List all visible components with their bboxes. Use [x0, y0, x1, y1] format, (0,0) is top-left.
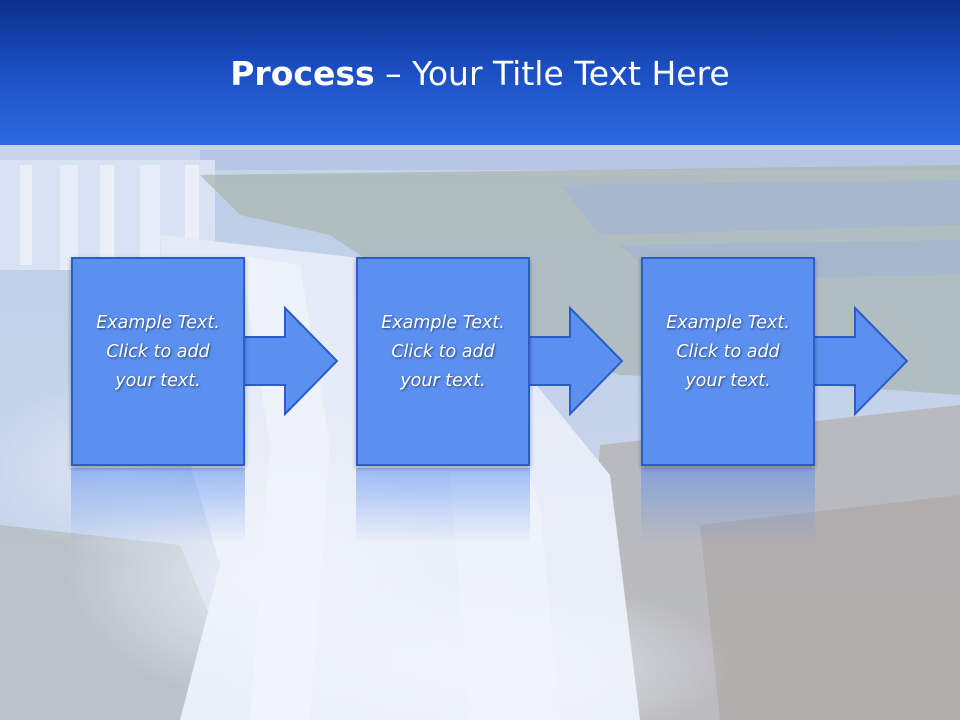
step-box[interactable] — [356, 257, 530, 466]
step-reflection — [356, 468, 530, 543]
step-reflection — [641, 468, 815, 543]
step-text[interactable]: Example Text. Click to add your text. — [641, 309, 815, 396]
right-arrow-icon — [527, 305, 624, 417]
slide-title[interactable]: Process – Your Title Text Here — [0, 52, 960, 96]
step-text-line: Example Text. — [666, 313, 790, 333]
step-text-line: Click to add — [106, 342, 210, 362]
step-text-line: your text. — [400, 371, 486, 391]
step-text-line: Example Text. — [96, 313, 220, 333]
step-text[interactable]: Example Text. Click to add your text. — [356, 309, 530, 396]
title-bold-part: Process — [230, 54, 375, 93]
step-reflection — [71, 468, 245, 543]
right-arrow-icon — [242, 305, 339, 417]
title-band: Process – Your Title Text Here — [0, 0, 960, 145]
right-arrow-icon — [812, 305, 909, 417]
step-text-line: Example Text. — [381, 313, 505, 333]
step-text-line: your text. — [685, 371, 771, 391]
step-text-line: Click to add — [391, 342, 495, 362]
step-text-line: your text. — [115, 371, 201, 391]
step-box[interactable] — [71, 257, 245, 466]
step-box[interactable] — [641, 257, 815, 466]
step-text[interactable]: Example Text. Click to add your text. — [71, 309, 245, 396]
step-text-line: Click to add — [676, 342, 780, 362]
title-rest-part: – Your Title Text Here — [374, 54, 730, 93]
